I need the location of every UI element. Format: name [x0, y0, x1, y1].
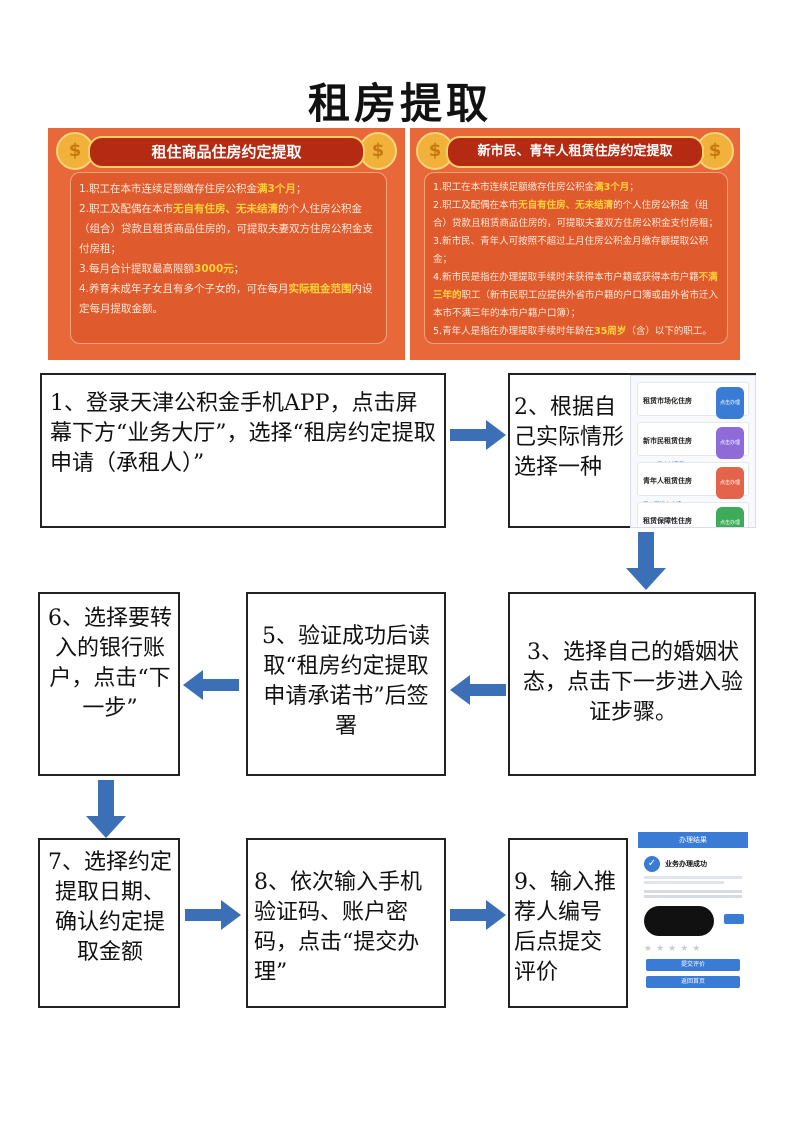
new-citizen-rental-panel: $ $ 新市民、青年人租赁住房约定提取 1.职工在本市连续足额缴存住房公积金满3… [410, 128, 740, 360]
redacted-blot [644, 906, 744, 936]
result-page-header: 办理结果 [638, 832, 748, 848]
rule-item: 4.养育未成年子女且有多个子女的，可在每月实际租金范围内设定每月提取金额。 [79, 283, 373, 315]
step-9-box: 9、输入推荐人编号后点提交评价 [508, 838, 628, 1008]
step-8-text: 8、依次输入手机验证码、账户密码，点击“提交办理” [254, 870, 422, 985]
rule-item: 2.职工及配偶在本市无自有住房、无未结清的个人住房公积金（组合）贷款且租赁商品住… [433, 200, 719, 229]
step-1-text: 1、登录天津公积金手机APP，点击屏幕下方“业务大厅”，选择“租房约定提取申请（… [50, 391, 436, 476]
rule-item: 2.职工及配偶在本市无自有住房、无未结清的个人住房公积金（组合）贷款且租赁商品住… [79, 203, 373, 255]
return-home-button[interactable]: 返回首页 [646, 976, 740, 988]
text-line [644, 881, 724, 884]
rule-item: 3.每月合计提取最高限额3000元； [79, 263, 245, 275]
step-3-text: 3、选择自己的婚姻状态，点击下一步进入验证步骤。 [522, 640, 743, 725]
option-name: 新市民租赁住房 [643, 437, 692, 445]
small-blue-button [724, 914, 744, 924]
rent-commercial-housing-panel: $ $ 租住商品住房约定提取 1.职工在本市连续足额缴存住房公积金满3个月；2.… [48, 128, 405, 360]
rule-item: 1.职工在本市连续足额缴存住房公积金满3个月； [433, 182, 639, 193]
apply-tag-button[interactable]: 点击办理 [715, 427, 744, 459]
coin-icon: $ [416, 132, 454, 170]
option-name: 租赁保障性住房 [643, 517, 692, 525]
step-1-box: 1、登录天津公积金手机APP，点击屏幕下方“业务大厅”，选择“租房约定提取申请（… [40, 373, 446, 528]
step-2-text: 2、根据自己实际情形选择一种 [514, 395, 625, 480]
step-8-box: 8、依次输入手机验证码、账户密码，点击“提交办理” [246, 838, 446, 1008]
page-title: 租房提取 [307, 79, 492, 128]
option-list-screenshot: 租赁市场化住房职工租赁本市商品住房，每月可最多3000元支付房租点击办理新市民租… [630, 375, 756, 528]
option-name: 青年人租赁住房 [643, 477, 692, 485]
arrow-down-icon [626, 532, 666, 590]
apply-tag-button[interactable]: 点击办理 [715, 387, 744, 419]
arrow-right-icon [450, 420, 506, 450]
rule-item: 3.新市民、青年人可按照不超过上月住房公积金月缴存额提取公积金； [433, 236, 709, 265]
arrow-right-icon [450, 900, 506, 930]
rule-item: 1.职工在本市连续足额缴存住房公积金满3个月； [79, 183, 307, 195]
apply-tag-button[interactable]: 点击办理 [715, 507, 744, 527]
panel-heading: 租住商品住房约定提取 [88, 136, 365, 168]
step-7-text: 7、选择约定提取日期、确认约定提取金额 [48, 850, 172, 965]
arrow-right-icon [185, 900, 241, 930]
check-icon: ✓ [644, 856, 660, 872]
step-5-box: 5、验证成功后读取“租房约定提取申请承诺书”后签署 [246, 592, 446, 776]
rule-item: 5.青年人是指在办理提取手续时年龄在35周岁（含）以下的职工。 [433, 326, 712, 337]
option-name: 租赁市场化住房 [643, 397, 692, 405]
text-line [644, 895, 742, 898]
step-3-box: 3、选择自己的婚姻状态，点击下一步进入验证步骤。 [508, 592, 756, 776]
text-line [644, 890, 742, 893]
coin-icon: $ [56, 132, 94, 170]
step-2-box: 2、根据自己实际情形选择一种 租赁市场化住房职工租赁本市商品住房，每月可最多30… [508, 373, 756, 528]
housing-option[interactable]: 新市民租赁住房户籍不在本市或本市户籍不满3年的职工，可线上申请点击办理 [637, 422, 749, 508]
result-page-screenshot: 办理结果 ✓ 业务办理成功 ★★★★★ 提交评价 返回首页 [638, 832, 748, 1004]
step-7-box: 7、选择约定提取日期、确认约定提取金额 [38, 838, 180, 1008]
success-row: ✓ 业务办理成功 [644, 856, 742, 872]
rule-item: 4.新市民是指在办理提取手续时未获得本市户籍或获得本市户籍不满三年的职工（新市民… [433, 272, 719, 319]
step-5-text: 5、验证成功后读取“租房约定提取申请承诺书”后签署 [262, 624, 430, 739]
step-6-text: 6、选择要转入的银行账户，点击“下一步” [48, 606, 172, 721]
panel-heading: 新市民、青年人租赁住房约定提取 [446, 136, 704, 168]
housing-option[interactable]: 租赁市场化住房职工租赁本市商品住房，每月可最多3000元支付房租点击办理 [637, 382, 749, 468]
arrow-left-icon [183, 670, 239, 700]
arrow-down-icon [86, 780, 126, 838]
housing-option[interactable]: 青年人租赁住房年龄在35周岁以下的职工，线上申请点击办理 [637, 462, 749, 518]
submit-review-button[interactable]: 提交评价 [646, 959, 740, 971]
arrow-left-icon [450, 675, 506, 705]
housing-option[interactable]: 租赁保障性住房职工租赁本市保障性住房，可按实际租金提取点击办理 [637, 502, 749, 527]
rules-list: 1.职工在本市连续足额缴存住房公积金满3个月； 2.职工及配偶在本市无自有住房、无… [424, 172, 728, 344]
coin-icon: $ [696, 132, 734, 170]
rating-stars: ★★★★★ [644, 944, 705, 954]
step-9-text: 9、输入推荐人编号后点提交评价 [514, 870, 616, 985]
text-line [644, 876, 742, 879]
rules-list: 1.职工在本市连续足额缴存住房公积金满3个月； 2.职工及配偶在本市无自有住房、无… [70, 172, 387, 344]
step-6-box: 6、选择要转入的银行账户，点击“下一步” [38, 592, 180, 776]
apply-tag-button[interactable]: 点击办理 [715, 467, 744, 499]
success-status: 业务办理成功 [665, 860, 707, 868]
